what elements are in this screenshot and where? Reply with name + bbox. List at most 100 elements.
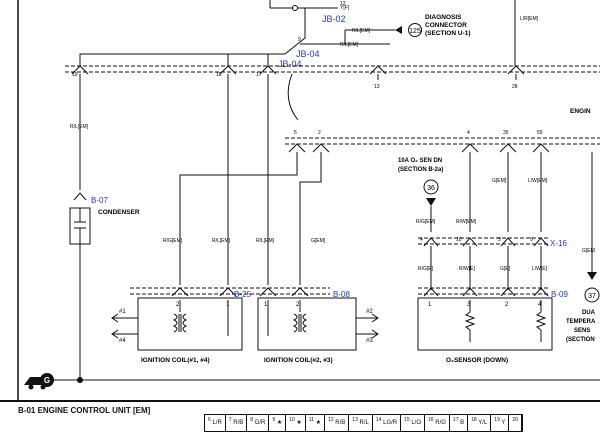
jb-02-label[interactable]: JB-02	[322, 14, 346, 24]
y-f-wire-label: Y[F]	[340, 5, 350, 11]
pin-9-label: 9	[298, 37, 301, 43]
pin-17: 17	[256, 72, 262, 78]
pin-12-label: 12	[340, 1, 346, 7]
ecu-pin-number: 12	[328, 417, 334, 423]
dual-temp-number[interactable]: 37	[588, 293, 596, 300]
jb-04-label-b[interactable]: JB-04	[278, 59, 302, 69]
ecu-pin-code: Y	[499, 420, 506, 426]
ecu-pin-number: 11	[308, 417, 315, 423]
diagnosis-ref-number[interactable]: 125	[409, 28, 421, 35]
o2-sensor-label: O₂SENSOR (DOWN)	[446, 357, 508, 364]
condenser-connector[interactable]: B-07	[91, 196, 108, 205]
ecu-pin-code: ★	[314, 420, 322, 426]
ecu-pin-cell: 14 LG/R	[373, 415, 402, 431]
ecu-pin-cell: 18 Y/L	[468, 415, 492, 431]
ecu-pin-number: 9	[272, 417, 276, 423]
dual-temp-ref-circle	[584, 287, 600, 303]
ecu-pin-number: 8	[250, 417, 254, 423]
ecu-pin-code: B	[458, 420, 465, 426]
ecu-pin-number: 10	[289, 417, 295, 423]
coil1-cyl-b: #4	[119, 338, 126, 344]
ecu-pin-code: LG/R	[381, 420, 398, 426]
diagnosis-arrow-icon	[395, 26, 402, 34]
x16-connector[interactable]: X-16	[550, 239, 567, 248]
o2-lw-em: L/W[EM]	[528, 178, 548, 184]
o2-connector[interactable]: B-09	[551, 290, 568, 299]
pin-13: 13	[374, 84, 380, 90]
ecu-pin-cell: 15 L/O	[401, 415, 426, 431]
diagnosis-line2: CONNECTOR	[425, 22, 467, 29]
ecu-pin-number: 6	[208, 417, 211, 423]
o2-sensor-symbol	[417, 287, 553, 351]
ecu-pin-4: 4	[467, 130, 470, 136]
x16-connector-band	[418, 237, 549, 290]
ecu-pin-code: ★	[275, 420, 283, 426]
coil2-pin1: 1	[264, 302, 268, 308]
ecu-pin-code: G/R	[253, 420, 266, 426]
dual-temp-line2: TEMPERA	[566, 319, 596, 325]
coil1-pin1: 1	[226, 302, 230, 308]
coil1-cyl-a: #1	[119, 309, 126, 315]
o2-ref-arrow-icon	[426, 198, 436, 206]
ecu-pin-number: 15	[404, 417, 410, 423]
ground-junction-dot	[77, 377, 83, 383]
ecu-pin-number: 17	[452, 417, 459, 423]
o2-pin-1: 1	[428, 302, 432, 308]
o2-ref-number[interactable]: 36	[427, 185, 435, 192]
ecu-pin-35: 35	[503, 130, 509, 136]
ecu-pin-cell: 10 ★	[286, 415, 306, 431]
ground-ref-circle	[40, 373, 54, 387]
ecu-pin-cell: 11 ★	[306, 415, 326, 431]
o2-pin-3: 3	[467, 302, 471, 308]
coil1-pin2: 2	[176, 302, 180, 308]
o2-lw-e: L/W[E]	[532, 266, 548, 272]
x16-pin-3: 3	[498, 237, 501, 243]
ecu-pin-5: 5	[294, 130, 297, 136]
ground-label[interactable]: G	[44, 376, 50, 385]
o2-ref-line2: (SECTION B-2a)	[398, 167, 443, 173]
o2-rg-e: R/G[E]	[418, 266, 434, 272]
coil-wire-rl-em-2: R/L[EM]	[256, 238, 275, 244]
condenser-symbol	[69, 192, 91, 378]
ecu-pin-code: Y/L	[476, 420, 488, 426]
coil2-connector[interactable]: B-08	[333, 290, 350, 299]
x16-pin-4: 4	[420, 237, 423, 243]
ecu-pin-code: R/B	[231, 420, 244, 426]
diagnosis-line3: (SECTION U-1)	[425, 30, 471, 37]
o2-rg-em: R/G[EM]	[416, 219, 436, 225]
ignition-coil-2-symbol	[250, 287, 379, 351]
jb04-connector-band	[65, 65, 600, 190]
ecu-pin-code: ★	[294, 420, 302, 426]
o2-rw-e: R/W[E]	[459, 266, 475, 272]
dual-temp-line1: DUA	[582, 310, 596, 316]
ecu-pin-cell: 8 G/R	[247, 415, 270, 431]
coil2-cyl-a: #2	[366, 309, 373, 315]
ecu-pin-code: R/L	[357, 420, 369, 426]
engine-label: ENGIN	[570, 108, 591, 115]
ecu-pin-55: 55	[537, 130, 543, 136]
o2-pin-4: 4	[538, 302, 542, 308]
pin-18: 18	[216, 72, 222, 78]
ecu-pin-number: 14	[375, 417, 382, 423]
jb-04-label-a[interactable]: JB-04	[296, 49, 320, 59]
coil-wire-rl-em-1: R/L[EM]	[212, 238, 231, 244]
pin-28: 28	[512, 84, 518, 90]
coil-wire-rg-em: R/G[EM]	[163, 238, 183, 244]
rl-em-wire-label-2: R/L[EM]	[340, 42, 359, 48]
coil1-connector[interactable]: B-25	[234, 290, 251, 299]
footer-title: B-01 ENGINE CONTROL UNIT [EM]	[18, 406, 151, 415]
ecu-connector-band	[179, 137, 600, 285]
ecu-pin-number: 16	[428, 417, 434, 423]
ecu-pin-number: 20	[512, 417, 518, 423]
coil2-pin2: 2	[296, 302, 300, 308]
x16-pin-10: 10	[456, 237, 462, 243]
ecu-pin-2: 2	[318, 130, 321, 136]
coil1-label: IGNITION COIL(#1, #4)	[141, 357, 210, 364]
ecu-pin-code: R/B	[333, 420, 346, 426]
o2-g-em: G[EM]	[492, 178, 507, 184]
ecu-pin-cell: 17 B	[450, 415, 469, 431]
diagnosis-line1: DIAGNOSIS	[425, 14, 462, 21]
ecu-pin-cell: 6 L/R	[205, 415, 226, 431]
ecu-pin-number: 18	[471, 417, 477, 423]
